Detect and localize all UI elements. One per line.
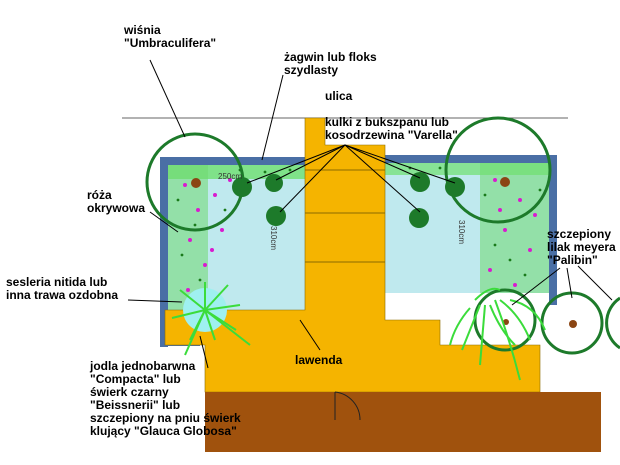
label-phlox: żagwin lub floks szydlasty <box>284 50 377 77</box>
label-street: ulica <box>325 89 353 103</box>
door-arc <box>334 391 361 421</box>
sesleria-grass <box>171 282 251 356</box>
flower-speckles <box>183 178 537 292</box>
label-boxwood: kulki z bukszpanu lub kosodrzewina "Vare… <box>325 115 458 142</box>
left-wall-side <box>160 157 168 347</box>
label-sesleria: sesleria nitida lub inna trawa ozdobna <box>6 275 119 302</box>
label-cherry: wiśnia "Umbraculifera" <box>124 23 217 50</box>
label-rose: róża okrywowa <box>87 188 146 215</box>
brown-deck <box>205 392 601 452</box>
left-wall-top <box>160 157 307 165</box>
lilac-crown-3 <box>605 296 620 350</box>
dim-left-width: 250cm <box>218 172 243 181</box>
dim-left-height: 310cm <box>269 226 278 251</box>
lilac-trunk-2 <box>569 320 577 328</box>
lilac-trunk-1 <box>503 319 509 325</box>
right-bed-green-right <box>480 163 549 293</box>
grass-tufts <box>449 287 546 381</box>
cherry-crown-right <box>444 116 552 224</box>
leader-lines <box>127 59 613 369</box>
label-lilac: szczepiony lilak meyera "Palibin" <box>547 227 616 267</box>
label-fir: jodla jednobarwna "Compacta" lub świerk … <box>90 359 241 438</box>
right-wall-top <box>385 155 557 163</box>
cherry-trunk-left <box>191 178 201 188</box>
label-lavender: lawenda <box>295 353 343 367</box>
right-wall-side <box>549 155 557 305</box>
right-bed-green-top <box>385 163 549 175</box>
cherry-trunk-right <box>500 177 510 187</box>
cherry-crown-left <box>145 132 245 232</box>
dim-right-height: 310cm <box>457 220 466 245</box>
